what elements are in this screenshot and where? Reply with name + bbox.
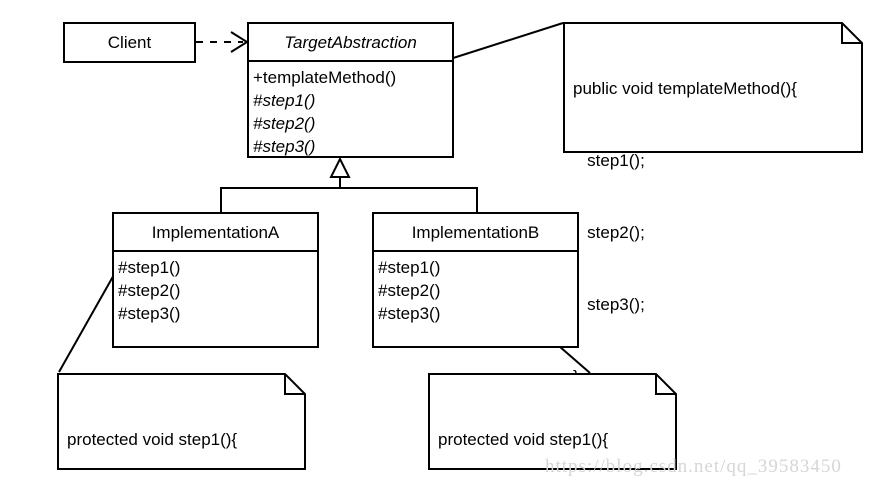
member-b-step2: #step2() bbox=[378, 281, 441, 300]
member-step2: #step2() bbox=[253, 114, 316, 133]
note-text-step1-b: protected void step1(){ doStep1VersionB(… bbox=[438, 380, 673, 488]
member-a-step1: #step1() bbox=[118, 258, 181, 277]
note-text-template-method: public void templateMethod(){ step1(); s… bbox=[573, 29, 859, 437]
note-line: public void templateMethod(){ bbox=[573, 79, 797, 98]
member-a-step3: #step3() bbox=[118, 304, 181, 323]
class-box-implementation-a[interactable]: ImplementationA #step1() #step2() #step3… bbox=[112, 212, 319, 348]
watermark-text: https://blog.csdn.net/qq_39583450 bbox=[545, 456, 842, 477]
note-line: protected void step1(){ bbox=[67, 430, 238, 449]
note-shape-template-method bbox=[563, 22, 863, 153]
class-name-client: Client bbox=[107, 32, 152, 52]
note-step1-version-b[interactable]: protected void step1(){ doStep1VersionB(… bbox=[428, 373, 677, 470]
note-line: step3(); bbox=[573, 295, 645, 314]
member-step3: #step3() bbox=[253, 137, 316, 156]
note-line: step2(); bbox=[573, 223, 645, 242]
member-b-step1: #step1() bbox=[378, 258, 441, 277]
member-a-step2: #step2() bbox=[118, 281, 181, 300]
class-name-implementation-b: ImplementationB bbox=[374, 214, 577, 252]
member-step1: #step1() bbox=[253, 91, 316, 110]
member-template-method: +templateMethod() bbox=[253, 68, 397, 87]
generalization-to-abstraction bbox=[220, 156, 478, 213]
class-box-target-abstraction[interactable]: TargetAbstraction +templateMethod() #ste… bbox=[247, 22, 454, 158]
note-step1-version-a[interactable]: protected void step1(){ doStep1VersionA(… bbox=[57, 373, 306, 470]
member-list-target-abstraction: +templateMethod() #step1() #step2() #ste… bbox=[249, 62, 452, 158]
member-b-step3: #step3() bbox=[378, 304, 441, 323]
class-box-client[interactable]: Client bbox=[63, 22, 196, 63]
note-line: step1(); bbox=[573, 151, 645, 170]
note-line: protected void step1(){ bbox=[438, 430, 609, 449]
note-template-method[interactable]: public void templateMethod(){ step1(); s… bbox=[563, 22, 863, 386]
dependency-client-to-abstraction bbox=[196, 31, 249, 53]
class-name-implementation-a: ImplementationA bbox=[114, 214, 317, 252]
member-list-implementation-a: #step1() #step2() #step3() bbox=[114, 252, 317, 325]
class-box-implementation-b[interactable]: ImplementationB #step1() #step2() #step3… bbox=[372, 212, 579, 348]
note-shape-step1-a bbox=[57, 373, 306, 470]
note-shape-step1-b bbox=[428, 373, 677, 470]
note-text-step1-a: protected void step1(){ doStep1VersionA(… bbox=[67, 380, 302, 488]
member-list-implementation-b: #step1() #step2() #step3() bbox=[374, 252, 577, 325]
class-name-target-abstraction: TargetAbstraction bbox=[249, 24, 452, 62]
